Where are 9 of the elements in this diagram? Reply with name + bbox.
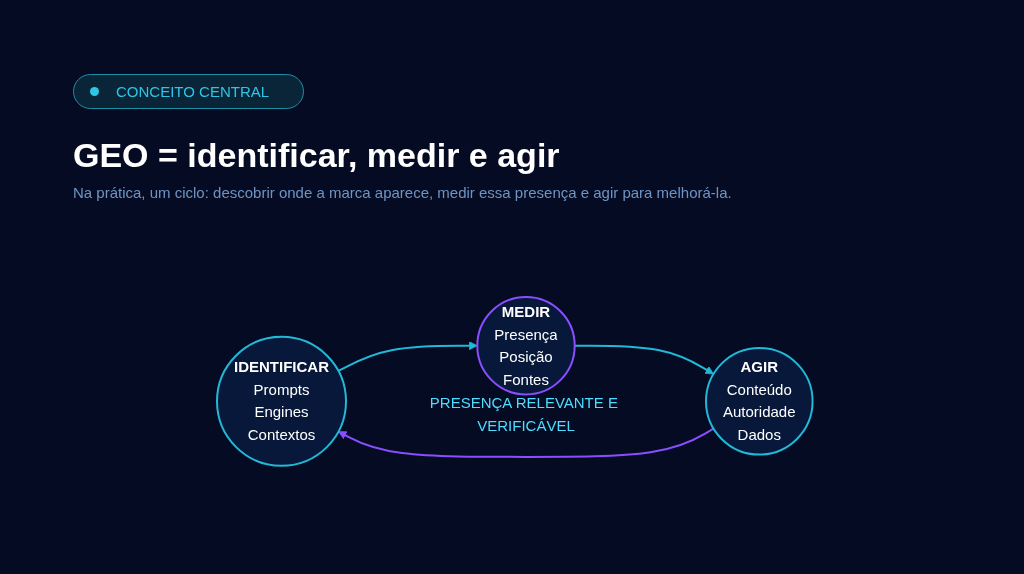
tag-pill: CONCEITO CENTRAL [73, 74, 305, 109]
title: GEO = identificar, medir e agir [73, 136, 560, 175]
node-circle: IDENTIFICAR Prompts Engines Contextos [216, 335, 348, 467]
node-circle: AGIR Conteúdo Autoridade Dados [705, 346, 814, 456]
arrow [338, 427, 715, 458]
edge-label: PRESENÇA RELEVANTE E VERIFICÁVEL [430, 394, 619, 434]
node-circle: MEDIR Presença Posição Fontes [476, 295, 576, 396]
arrow [337, 341, 478, 372]
subtitle: Na prática, um ciclo: descobrir onde a marca aparece, medir essa presença e agir para melhorá-la. [73, 184, 732, 201]
